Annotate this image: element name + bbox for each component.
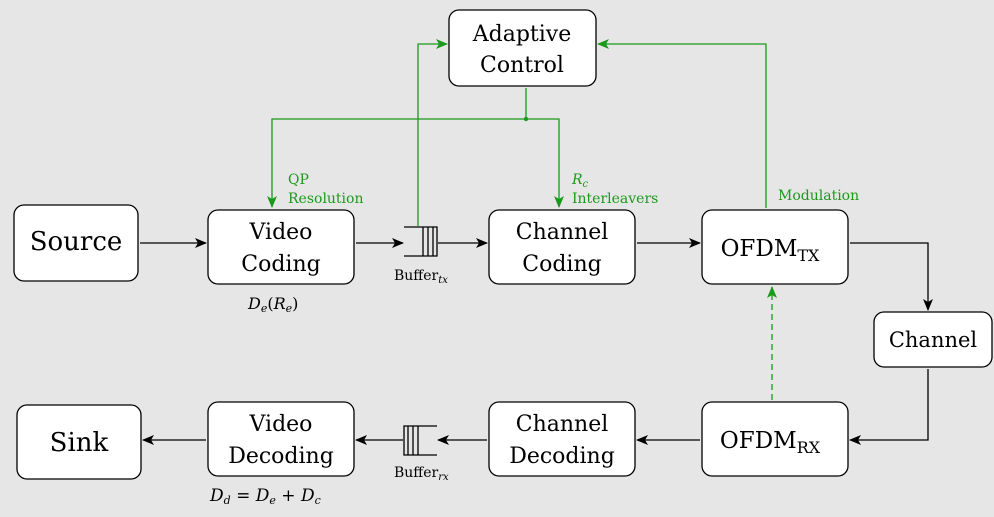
arrow-ofdm-tx-to-channel: [850, 242, 933, 311]
arrow-ofdm-tx-to-adaptive-control: [597, 39, 767, 208]
channel-block: Channel: [873, 311, 993, 368]
buffer-tx-label: Buffertx: [394, 268, 448, 286]
buffer-rx: Bufferrx: [394, 425, 449, 483]
adaptive-control-line1: Adaptive: [472, 22, 572, 47]
video-coding-line2: Coding: [241, 252, 320, 277]
qp-label: QP: [288, 172, 309, 188]
channel-label: Channel: [889, 328, 978, 352]
video-coding-block: Video Coding: [207, 209, 355, 285]
ofdm-tx-block: OFDMTX: [701, 209, 849, 285]
modulation-label: Modulation: [778, 188, 859, 204]
dd-equation-annotation: Dd = De + Dc: [209, 486, 321, 507]
arrow-control-to-video-coding: [267, 118, 526, 208]
adaptive-control-block: Adaptive Control: [448, 9, 597, 87]
channel-coding-block: Channel Coding: [488, 209, 636, 285]
adaptive-control-line2: Control: [480, 53, 564, 78]
video-decoding-line1: Video: [249, 412, 313, 437]
interleavers-label: Interleavers: [572, 191, 658, 207]
channel-decoding-line2: Decoding: [509, 444, 615, 469]
arrow-channel-to-ofdm-rx: [849, 369, 929, 445]
buffer-tx: Buffertx: [394, 226, 448, 286]
ofdm-rx-label: OFDMRX: [720, 428, 821, 457]
resolution-label: Resolution: [288, 191, 363, 207]
channel-decoding-line1: Channel: [516, 412, 609, 437]
buffer-rx-label: Bufferrx: [394, 465, 449, 483]
ofdm-tx-label: OFDMTX: [721, 236, 820, 265]
video-coding-line1: Video: [249, 220, 313, 245]
ofdm-rx-block: OFDMRX: [701, 401, 849, 477]
arrow-control-to-channel-coding: [526, 118, 564, 208]
video-decoding-line2: Decoding: [228, 444, 334, 469]
source-block: Source: [13, 204, 139, 282]
channel-decoding-block: Channel Decoding: [488, 401, 636, 477]
de-re-annotation: De(Re): [247, 294, 298, 315]
arrow-buffer-to-adaptive-control: [417, 39, 448, 226]
channel-coding-line2: Coding: [522, 252, 601, 277]
source-label: Source: [30, 227, 123, 257]
sink-block: Sink: [16, 404, 142, 480]
sink-label: Sink: [50, 428, 109, 458]
video-decoding-block: Video Decoding: [207, 401, 355, 477]
channel-coding-line1: Channel: [516, 220, 609, 245]
rc-label: Rc: [571, 172, 589, 190]
